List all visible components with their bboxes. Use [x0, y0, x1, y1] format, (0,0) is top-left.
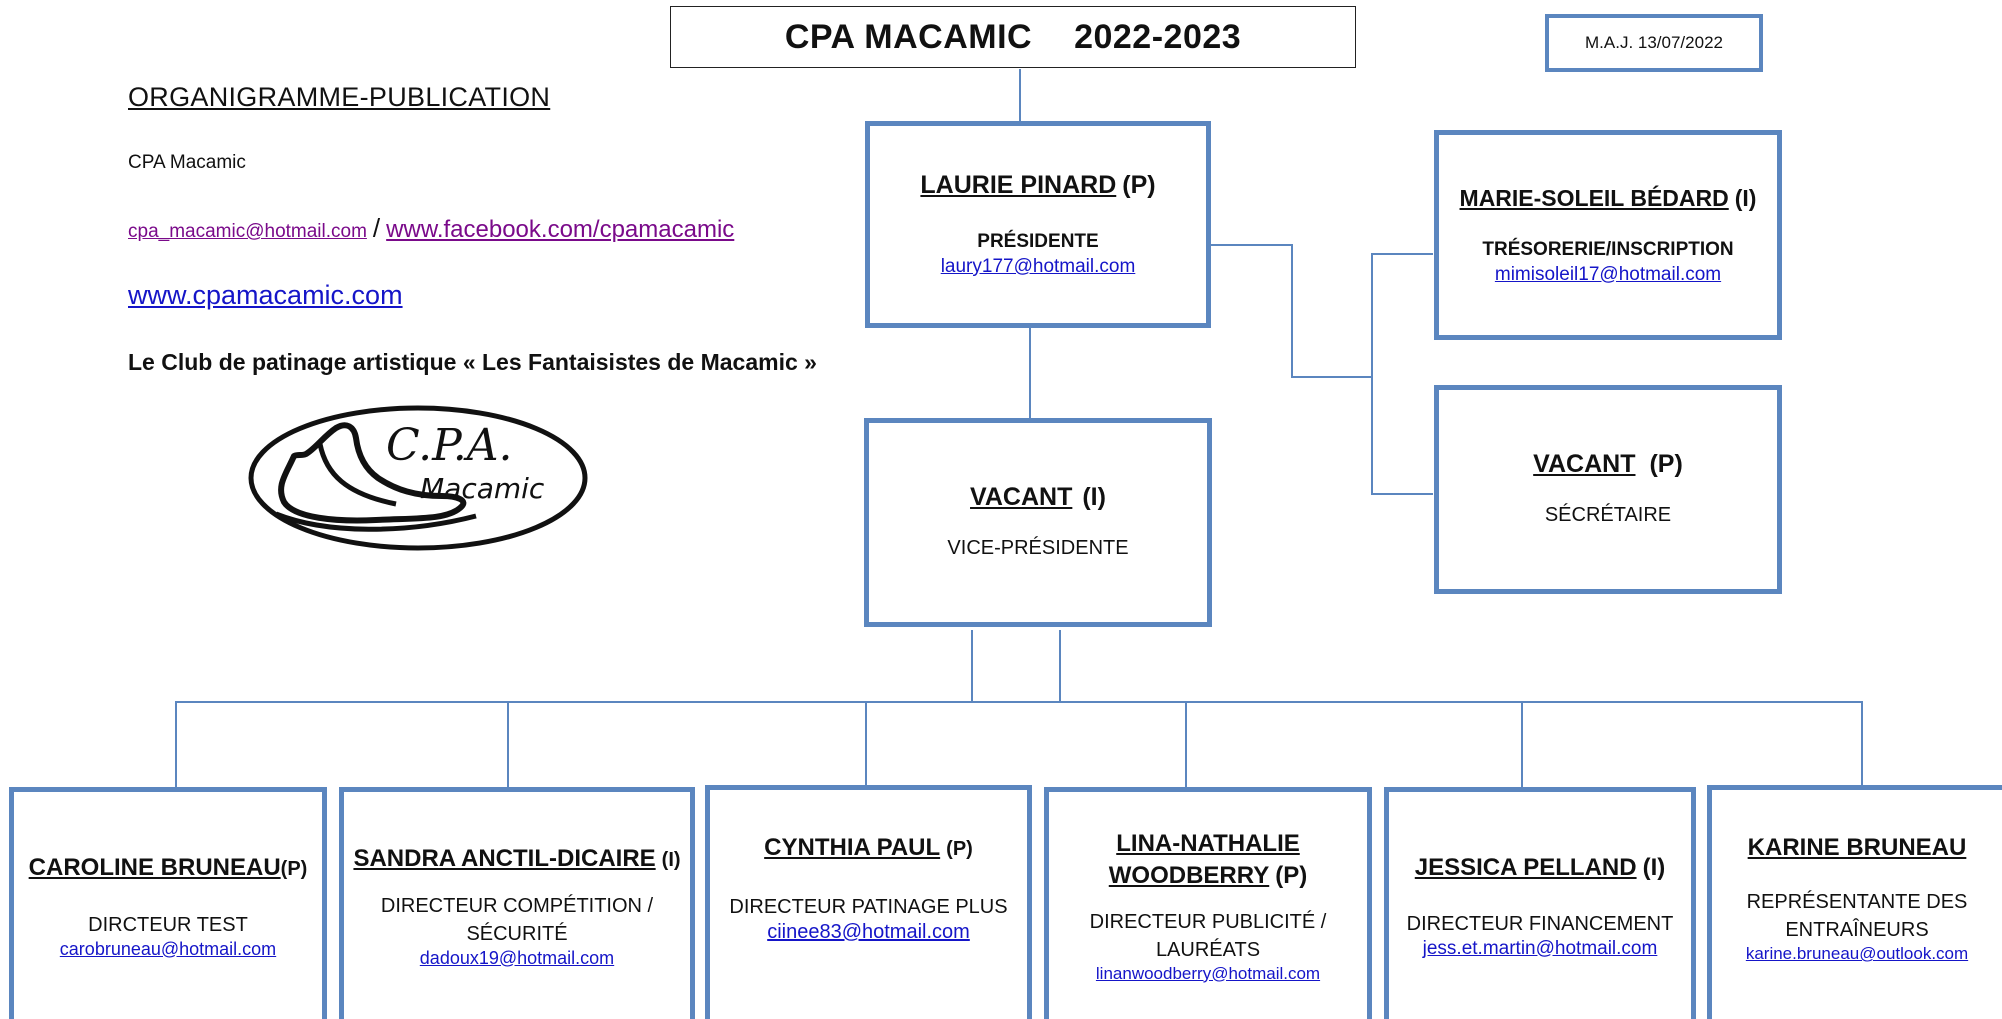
director-name: SANDRA ANCTIL-DICAIRE	[353, 844, 656, 872]
update-date: M.A.J. 13/07/2022	[1585, 33, 1723, 52]
secretary-name: VACANT	[1533, 450, 1636, 478]
secretary-role: SÉCRÉTAIRE	[1544, 504, 1672, 526]
director-box-3: CYNTHIA PAUL(P) DIRECTEUR PATINAGE PLUS …	[705, 785, 1032, 1019]
club-email-link[interactable]: cpa_macamic@hotmail.com	[128, 221, 367, 242]
chart-year: 2022-2023	[1074, 17, 1242, 56]
director-name: JESSICA PELLAND	[1414, 853, 1637, 881]
logo-text-cpa: C.P.A.	[386, 420, 513, 471]
secretary-name-line: VACANT (P)	[1533, 450, 1683, 479]
club-name: CPA Macamic	[128, 152, 246, 173]
treasurer-email[interactable]: mimisoleil17@hotmail.com	[1494, 263, 1722, 285]
club-full-name: Le Club de patinage artistique « Les Fan…	[128, 349, 817, 375]
director-name: CYNTHIA PAUL	[764, 834, 941, 861]
director-email[interactable]: jess.et.martin@hotmail.com	[1422, 937, 1658, 959]
vice-president-name-line: VACANT (I)	[970, 483, 1106, 512]
director-name: CAROLINE BRUNEAU	[28, 853, 281, 881]
director-box-5: JESSICA PELLAND(I) DIRECTEUR FINANCEMENT…	[1384, 787, 1696, 1019]
director-name-line: JESSICA PELLAND(I)	[1415, 852, 1665, 884]
director-email[interactable]: dadoux19@hotmail.com	[419, 947, 615, 968]
vice-president-box: VACANT (I) VICE-PRÉSIDENTE	[864, 418, 1212, 627]
director-tag: (P)	[1275, 861, 1308, 889]
director-box-1: CAROLINE BRUNEAU(P) DIRCTEUR TEST carobr…	[9, 787, 327, 1019]
director-role: DIRECTEUR FINANCEMENT	[1406, 912, 1674, 935]
president-tag: (P)	[1122, 171, 1156, 199]
skate-logo-icon: C.P.A. Macamic	[248, 405, 588, 551]
director-name: KARINE BRUNEAU	[1747, 834, 1967, 861]
director-tag: (P)	[280, 857, 308, 880]
director-role: DIRCTEUR TEST	[88, 913, 248, 936]
director-tag: (I)	[661, 848, 681, 871]
chart-title: CPA MACAMIC	[784, 17, 1033, 56]
cpa-logo: C.P.A. Macamic	[246, 404, 590, 557]
director-role: DIRECTEUR COMPÉTITION / SÉCURITÉ	[380, 894, 654, 945]
contact-links: cpa_macamic@hotmail.com/www.facebook.com…	[128, 213, 734, 244]
president-role: PRÉSIDENTE	[977, 231, 1099, 252]
link-separator: /	[372, 213, 381, 243]
vice-president-tag: (I)	[1082, 483, 1106, 511]
treasurer-box: MARIE-SOLEIL BÉDARD(I) TRÉSORERIE/INSCRI…	[1434, 130, 1782, 340]
secretary-tag: (P)	[1649, 450, 1683, 478]
president-email[interactable]: laury177@hotmail.com	[940, 256, 1136, 277]
director-email[interactable]: carobruneau@hotmail.com	[59, 938, 277, 959]
secretary-box: VACANT (P) SÉCRÉTAIRE	[1434, 385, 1782, 594]
director-name-line: KARINE BRUNEAU	[1748, 832, 1967, 864]
director-box-6: KARINE BRUNEAU REPRÉSENTANTE DES ENTRAÎN…	[1707, 785, 2002, 1019]
treasurer-name: MARIE-SOLEIL BÉDARD	[1459, 184, 1729, 211]
director-box-4: LINA-NATHALIE WOODBERRY(P) DIRECTEUR PUB…	[1044, 787, 1372, 1019]
director-name-line: LINA-NATHALIE WOODBERRY(P)	[1088, 828, 1328, 892]
treasurer-tag: (I)	[1734, 184, 1757, 211]
website-link[interactable]: www.cpamacamic.com	[128, 280, 403, 310]
treasurer-role: TRÉSORERIE/INSCRIPTION	[1482, 238, 1734, 260]
update-date-box: M.A.J. 13/07/2022	[1545, 14, 1763, 72]
chart-title-box: CPA MACAMIC 2022-2023	[670, 6, 1356, 68]
treasurer-name-line: MARIE-SOLEIL BÉDARD(I)	[1460, 185, 1757, 212]
logo-text-macamic: Macamic	[420, 472, 545, 505]
president-name: LAURIE PINARD	[920, 171, 1117, 199]
director-tag: (P)	[946, 838, 973, 860]
director-role: REPRÉSENTANTE DES ENTRAÎNEURS	[1746, 891, 1968, 941]
org-chart-heading: ORGANIGRAMME-PUBLICATION	[128, 82, 551, 112]
director-tag: (I)	[1642, 853, 1666, 881]
facebook-link[interactable]: www.facebook.com/cpamacamic	[386, 216, 735, 243]
director-name-line: CAROLINE BRUNEAU(P)	[29, 852, 308, 885]
director-box-2: SANDRA ANCTIL-DICAIRE(I) DIRECTEUR COMPÉ…	[339, 787, 695, 1019]
director-email[interactable]: ciinee83@hotmail.com	[767, 921, 970, 943]
president-name-line: LAURIE PINARD(P)	[920, 171, 1155, 200]
director-email[interactable]: karine.bruneau@outlook.com	[1745, 944, 1969, 963]
director-name-line: CYNTHIA PAUL(P)	[764, 832, 973, 865]
director-role: DIRECTEUR PUBLICITÉ / LAURÉATS	[1089, 910, 1327, 961]
director-name: LINA-NATHALIE WOODBERRY	[1108, 829, 1300, 889]
director-role: DIRECTEUR PATINAGE PLUS	[729, 896, 1008, 918]
director-email[interactable]: linanwoodberry@hotmail.com	[1095, 963, 1321, 983]
president-box: LAURIE PINARD(P) PRÉSIDENTE laury177@hot…	[865, 121, 1211, 328]
vice-president-role: VICE-PRÉSIDENTE	[947, 537, 1129, 559]
director-name-line: SANDRA ANCTIL-DICAIRE(I)	[353, 843, 680, 876]
vice-president-name: VACANT	[970, 483, 1073, 511]
